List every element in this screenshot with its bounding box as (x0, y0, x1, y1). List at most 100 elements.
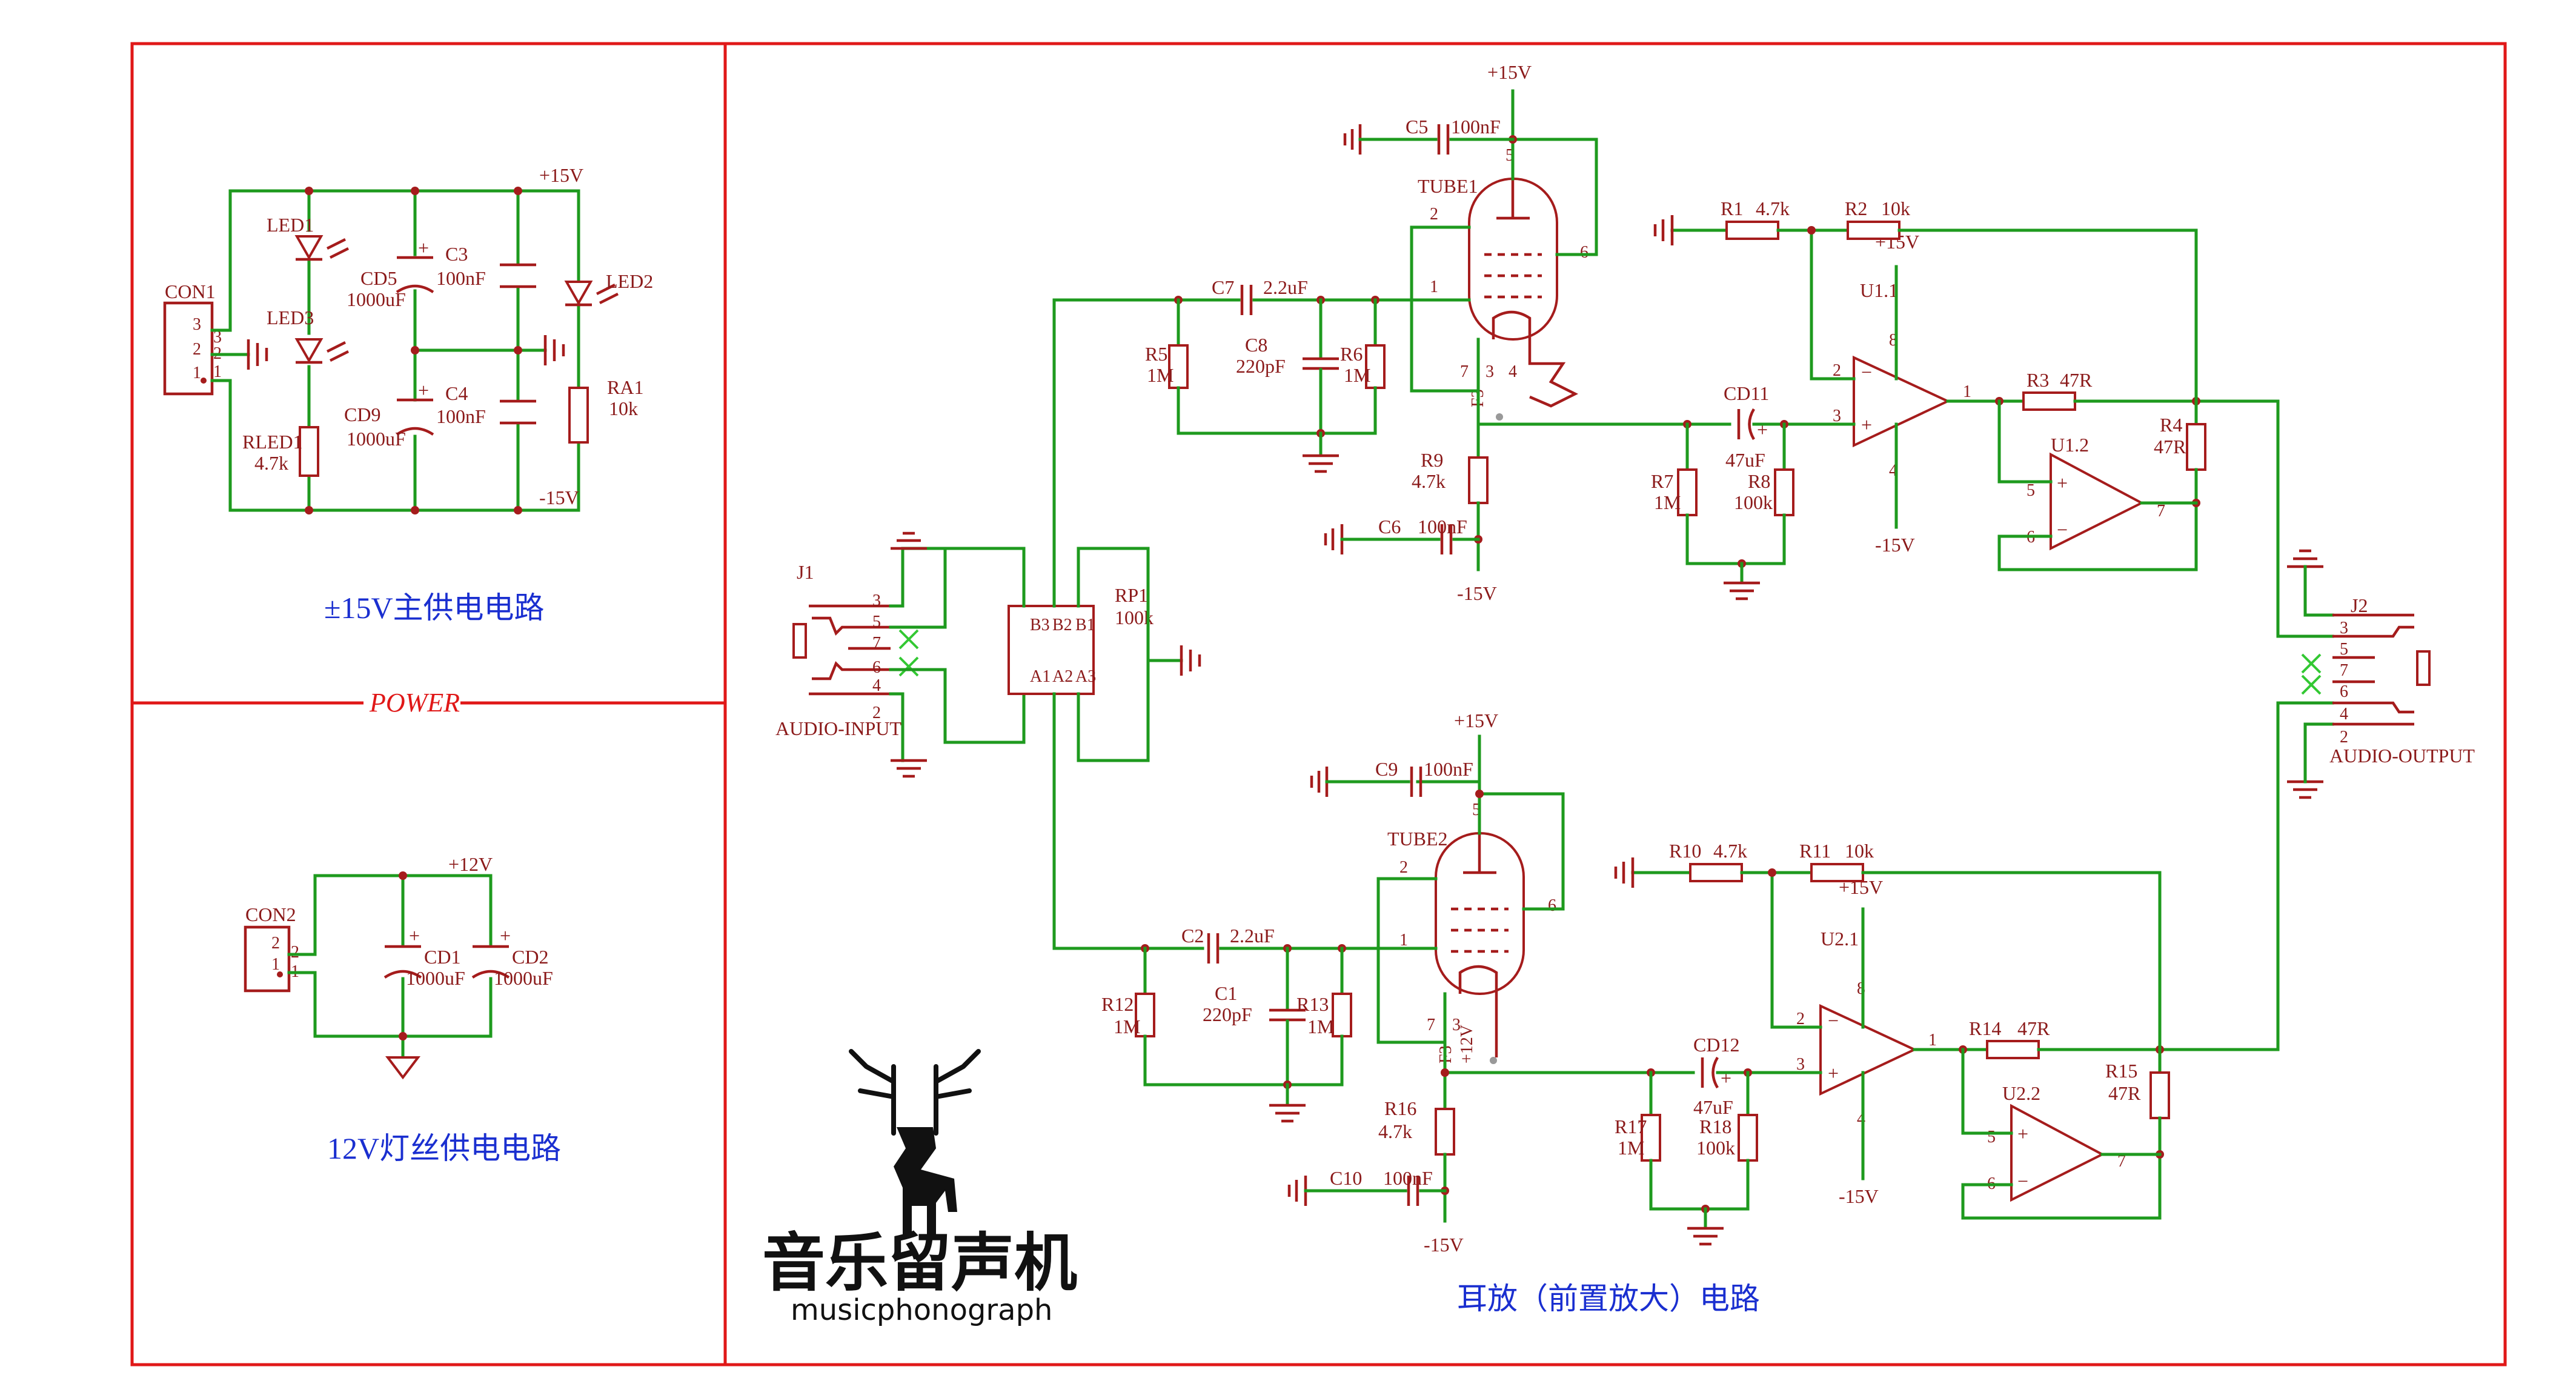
tube2-label: TUBE2 (1387, 828, 1448, 850)
deer-icon (849, 1049, 981, 1236)
svg-text:+12V: +12V (1458, 1025, 1476, 1063)
svg-text:7: 7 (1460, 362, 1469, 381)
svg-text:+: + (1861, 414, 1872, 436)
c6-value: 100nF (1418, 516, 1467, 538)
svg-text:2: 2 (1833, 361, 1841, 380)
svg-text:1: 1 (1928, 1031, 1937, 1050)
svg-text:3: 3 (2340, 619, 2348, 637)
rled1-value: 4.7k (254, 452, 288, 474)
output-section: J2 AUDIO-OUTPUT 357 642 (2276, 399, 2475, 1051)
svg-text:2: 2 (291, 943, 299, 962)
svg-text:3: 3 (872, 591, 881, 610)
c2-value: 2.2uF (1230, 925, 1275, 947)
r15-value: 47R (2108, 1082, 2141, 1104)
audio-input-label: AUDIO-INPUT (775, 717, 901, 739)
r17-value: 1M (1618, 1137, 1644, 1159)
svg-text:A3: A3 (1075, 667, 1096, 686)
channel-2: C2 2.2uF R12 1M C1 220pF R13 1M TUBE2 52… (1101, 710, 2280, 1256)
u11-label: U1.1 (1860, 279, 1898, 301)
svg-text:+: + (500, 925, 511, 947)
svg-text:−: − (1828, 1010, 1839, 1031)
svg-text:7: 7 (2340, 661, 2348, 680)
r8-label: R8 (1748, 470, 1770, 492)
cd1-value: 1000uF (406, 967, 465, 989)
u21-label: U2.1 (1821, 928, 1859, 950)
svg-text:4: 4 (1509, 362, 1517, 381)
r13-label: R13 (1296, 993, 1329, 1015)
cd12-value: 47uF (1693, 1096, 1733, 1118)
cd5-label: CD5 (360, 267, 397, 289)
svg-text:1: 1 (271, 955, 280, 974)
r10-label: R10 (1669, 840, 1701, 862)
cd9-label: CD9 (344, 404, 380, 425)
svg-text:B1: B1 (1075, 616, 1095, 634)
svg-text:+: + (1721, 1067, 1731, 1089)
j1-label: J1 (797, 561, 814, 583)
rail-plus15-tube1: +15V (1487, 61, 1532, 83)
svg-text:A2: A2 (1052, 667, 1073, 686)
svg-text:−: − (2057, 519, 2068, 541)
j2-label: J2 (2351, 594, 2368, 616)
svg-text:7: 7 (2117, 1152, 2126, 1171)
svg-text:3: 3 (1833, 407, 1841, 425)
r10-value: 4.7k (1713, 840, 1747, 862)
r1-value: 4.7k (1756, 198, 1790, 219)
r9-label: R9 (1421, 449, 1443, 471)
r3-label: R3 (2027, 369, 2049, 391)
rail-minus15-power: -15V (539, 487, 579, 508)
cd2-label: CD2 (512, 946, 548, 968)
brand-name-cn: 音乐留声机 (762, 1226, 1077, 1300)
svg-text:+: + (418, 237, 429, 259)
rp1-label: RP1 (1115, 584, 1148, 606)
caption-headphone-amp: 耳放（前置放大）电路 (1457, 1282, 1760, 1316)
r2-value: 10k (1881, 198, 1910, 219)
c3-value: 100nF (436, 267, 486, 289)
svg-text:−: − (1861, 361, 1872, 383)
c8-label: C8 (1245, 334, 1267, 356)
svg-text:1: 1 (1399, 931, 1408, 950)
rail-minus15-tube1: -15V (1457, 582, 1497, 604)
u12-label: U1.2 (2051, 434, 2089, 456)
c9-label: C9 (1375, 758, 1398, 780)
power-supply-15v: CON1 321 321 LED1 L (163, 164, 653, 514)
caption-filament-12v: 12V灯丝供电电路 (327, 1131, 561, 1165)
svg-text:4: 4 (2340, 705, 2348, 724)
c1-value: 220pF (1203, 1004, 1252, 1025)
r3-value: 47R (2060, 369, 2093, 391)
r5-value: 1M (1147, 364, 1173, 386)
svg-text:+: + (2057, 472, 2068, 494)
svg-text:2: 2 (1430, 205, 1438, 224)
svg-text:1: 1 (193, 364, 201, 382)
r5-label: R5 (1145, 343, 1167, 365)
svg-text:3: 3 (193, 315, 201, 334)
r17-label: R17 (1615, 1116, 1647, 1137)
rail-minus15-tube2: -15V (1424, 1234, 1464, 1256)
cd9-value: 1000uF (347, 428, 406, 450)
c10-label: C10 (1330, 1167, 1362, 1189)
c5-label: C5 (1406, 116, 1428, 138)
svg-text:2: 2 (1796, 1010, 1805, 1028)
r2-label: R2 (1845, 198, 1867, 219)
svg-text:5: 5 (872, 613, 881, 631)
ra1-value: 10k (609, 398, 638, 419)
rail-plus12-filament: +12V (448, 853, 493, 875)
svg-text:2: 2 (271, 934, 280, 953)
led1-label: LED1 (267, 214, 314, 236)
svg-text:3: 3 (1452, 1016, 1461, 1034)
c5-value: 100nF (1451, 116, 1501, 138)
r12-label: R12 (1101, 993, 1134, 1015)
svg-text:1: 1 (1963, 382, 1971, 401)
svg-text:+: + (1828, 1062, 1839, 1084)
svg-text:6: 6 (1580, 243, 1588, 262)
svg-text:5: 5 (2027, 481, 2035, 500)
r11-value: 10k (1845, 840, 1874, 862)
cd11-value: 47uF (1725, 449, 1765, 471)
c1-label: C1 (1215, 982, 1237, 1004)
svg-text:4: 4 (872, 676, 881, 695)
cd11-label: CD11 (1724, 382, 1769, 404)
r18-label: R18 (1699, 1116, 1731, 1137)
power-divider-label: POWER (363, 686, 460, 717)
rail-minus15-u11: -15V (1875, 534, 1915, 556)
